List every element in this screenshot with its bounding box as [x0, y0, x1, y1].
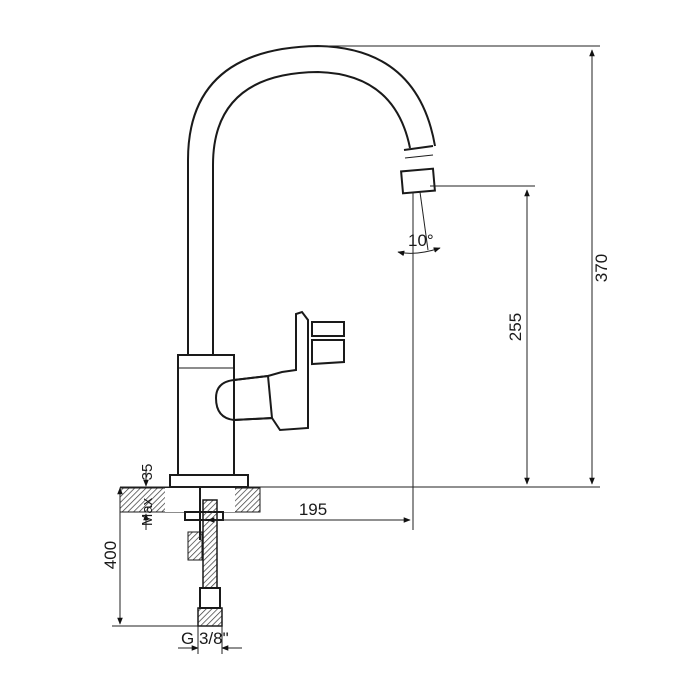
- flexible-hose: [202, 499, 218, 589]
- dimension-lines: [112, 45, 600, 654]
- lever-joint: [267, 375, 273, 419]
- lever-knob-top: [311, 321, 345, 337]
- label-400: 400: [101, 541, 120, 569]
- aerator: [400, 167, 436, 195]
- faucet-outline: [119, 44, 436, 627]
- spout-ring: [403, 145, 434, 151]
- label-35: 35: [139, 464, 156, 481]
- base-flange: [169, 474, 249, 488]
- lever-hub: [214, 374, 274, 422]
- hose-nut: [197, 607, 223, 627]
- lever-knob: [311, 339, 345, 366]
- angle-arc: [397, 247, 441, 257]
- label-370: 370: [592, 254, 611, 282]
- angle-ray: [419, 191, 429, 251]
- label-10-deg: 10°: [408, 231, 434, 250]
- label-255: 255: [506, 313, 525, 341]
- label-195: 195: [299, 500, 327, 519]
- faucet-body: [177, 354, 235, 476]
- spout-inner: [212, 70, 411, 355]
- spout-outer: [187, 44, 436, 355]
- dimension-labels: 370 255 195 10° 35 Max 400 G 3/8": [101, 231, 611, 648]
- lever-handle: [233, 310, 309, 432]
- hose-fitting: [199, 587, 221, 609]
- label-max: Max: [139, 497, 156, 526]
- label-g-3-8: G 3/8": [181, 629, 229, 648]
- rod-nut: [187, 531, 203, 561]
- spout-ring-2: [404, 154, 434, 159]
